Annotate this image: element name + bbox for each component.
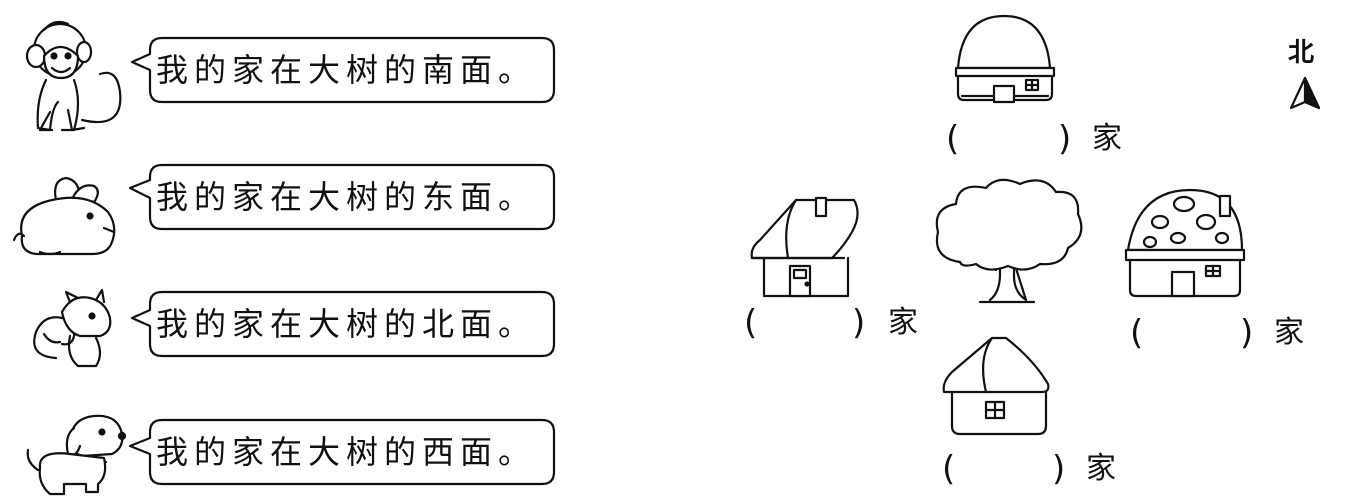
- blank-right-suffix: 家: [1274, 315, 1304, 350]
- blank-top-open: (: [946, 119, 960, 159]
- dome-house-icon: [954, 14, 1056, 104]
- blank-bottom-close: ): [1052, 449, 1066, 489]
- blank-left-close: ): [852, 303, 866, 343]
- tree-icon: [935, 178, 1083, 304]
- blank-bottom-suffix: 家: [1086, 451, 1116, 486]
- blank-top-suffix: 家: [1092, 121, 1122, 156]
- speech-bubbles: [128, 36, 556, 486]
- squirrel-icon: [33, 288, 112, 368]
- statement-rabbit: 我的家在大树的东面。: [156, 178, 537, 216]
- bottom-house-icon: [942, 336, 1050, 436]
- blank-left-suffix: 家: [888, 305, 918, 340]
- blank-top-close: ): [1058, 119, 1072, 159]
- blank-right-close: ): [1240, 313, 1254, 353]
- rabbit-icon: [12, 176, 116, 256]
- north-label: 北: [1288, 38, 1315, 68]
- cottage-house-icon: [750, 196, 859, 298]
- blank-left-open: (: [744, 303, 758, 343]
- statement-monkey: 我的家在大树的南面。: [156, 51, 537, 89]
- monkey-icon: [25, 20, 122, 132]
- statement-squirrel: 我的家在大树的北面。: [156, 305, 537, 343]
- statement-puppy: 我的家在大树的西面。: [156, 433, 537, 471]
- blank-bottom-open: (: [942, 449, 956, 489]
- blank-right-open: (: [1130, 313, 1144, 353]
- puppy-icon: [26, 414, 127, 496]
- mushroom-house-icon: [1124, 188, 1246, 298]
- north-arrow-icon: [1289, 76, 1321, 110]
